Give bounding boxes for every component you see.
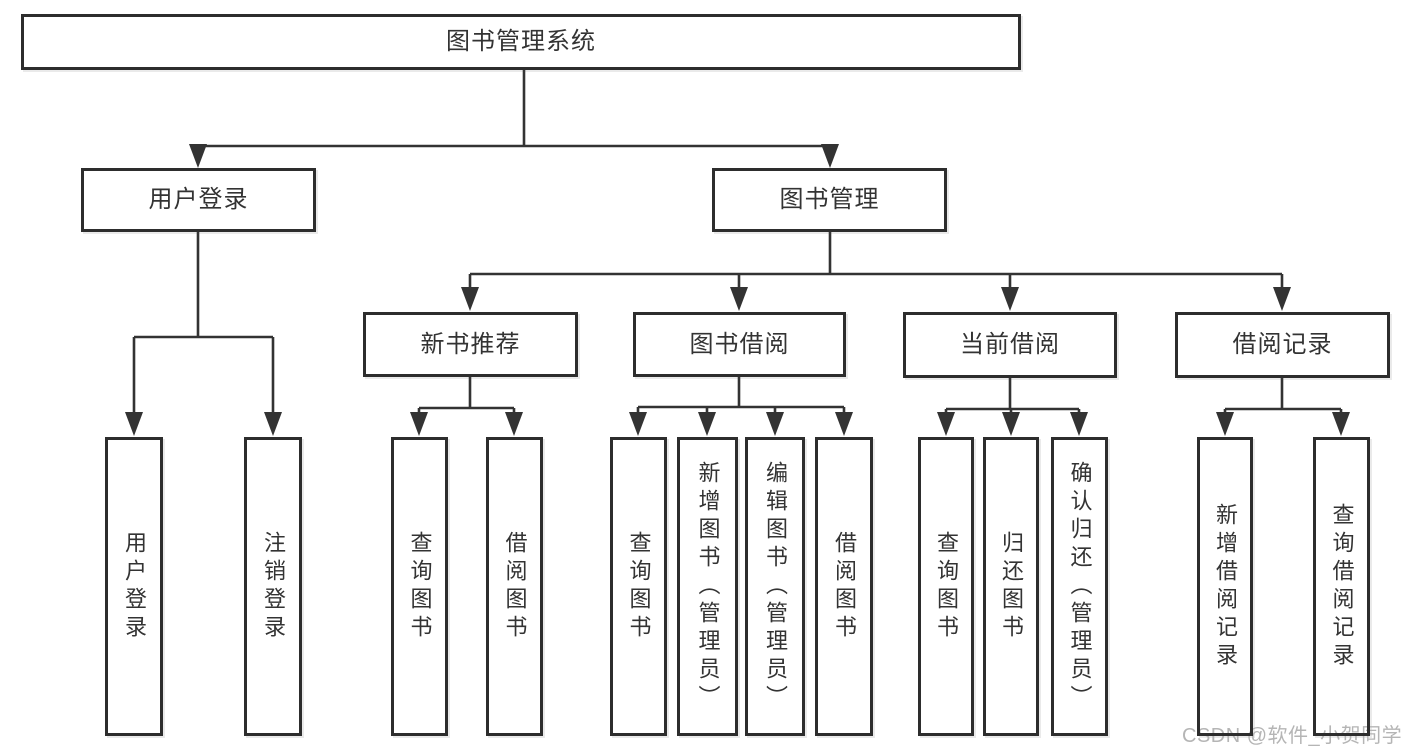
leaf-user-login: 用户登录 — [105, 437, 163, 736]
leaf-confirm-return-admin: 确认归还（管理员） — [1051, 437, 1108, 736]
node-user-login: 用户登录 — [81, 168, 316, 232]
node-label: 编辑图书（管理员） — [763, 460, 788, 713]
node-label: 新增借阅记录 — [1213, 502, 1238, 671]
node-label: 图书管理 — [779, 186, 880, 213]
leaf-query-borrow-record: 查询借阅记录 — [1313, 437, 1370, 736]
node-label: 新增图书（管理员） — [695, 460, 721, 713]
leaf-add-books-admin: 新增图书（管理员） — [677, 437, 738, 736]
node-label: 当前借阅 — [960, 331, 1060, 358]
node-label: 确认归还（管理员） — [1067, 460, 1093, 713]
node-label: 借阅记录 — [1232, 331, 1333, 358]
node-label: 借阅图书 — [832, 530, 857, 643]
node-label: 查询图书 — [407, 530, 433, 643]
leaf-edit-books-admin: 编辑图书（管理员） — [745, 437, 805, 736]
leaf-query-books-3: 查询图书 — [918, 437, 974, 736]
node-label: 查询图书 — [934, 530, 959, 643]
node-book-borrow: 图书借阅 — [633, 312, 846, 377]
node-label: 图书管理系统 — [446, 28, 596, 55]
node-library-management-system: 图书管理系统 — [21, 14, 1021, 70]
node-label: 图书借阅 — [689, 330, 790, 358]
node-borrow-records: 借阅记录 — [1175, 312, 1390, 378]
node-label: 查询图书 — [626, 530, 652, 643]
node-label: 用户登录 — [122, 530, 147, 643]
node-label: 归还图书 — [999, 530, 1024, 643]
leaf-add-borrow-record: 新增借阅记录 — [1197, 437, 1253, 736]
leaf-query-books: 查询图书 — [391, 437, 448, 736]
leaf-logout-login: 注销登录 — [244, 437, 302, 736]
leaf-query-books-2: 查询图书 — [610, 437, 667, 736]
node-book-management: 图书管理 — [712, 168, 947, 232]
csdn-watermark: CSDN @软件_小贺同学 — [1182, 725, 1403, 747]
node-current-borrow: 当前借阅 — [903, 312, 1117, 378]
node-label: 注销登录 — [261, 530, 286, 643]
leaf-borrow-books: 借阅图书 — [486, 437, 543, 736]
node-label: 用户登录 — [148, 186, 249, 213]
node-label: 新书推荐 — [420, 330, 521, 358]
node-label: 借阅图书 — [502, 530, 528, 643]
node-label: 查询借阅记录 — [1329, 502, 1355, 671]
node-new-book-recommend: 新书推荐 — [363, 312, 578, 377]
leaf-borrow-books-2: 借阅图书 — [815, 437, 873, 736]
leaf-return-books: 归还图书 — [983, 437, 1039, 736]
